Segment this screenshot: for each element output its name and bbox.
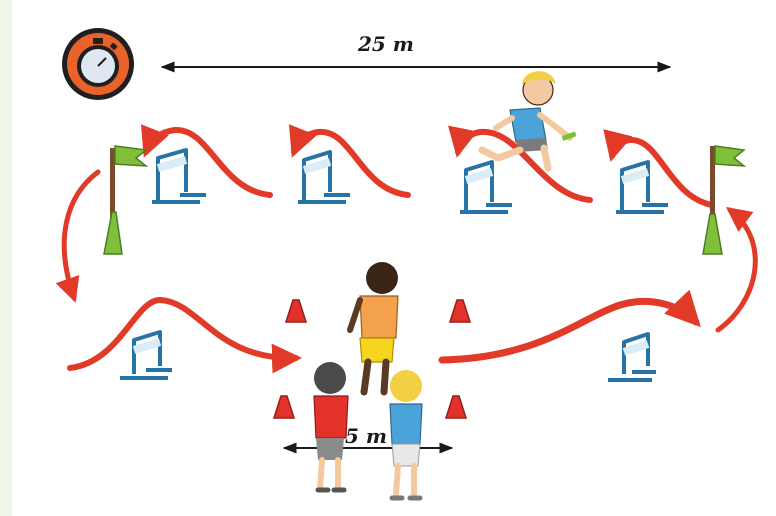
flag-right (703, 146, 744, 254)
hurdle (120, 332, 172, 378)
standing-child-center (350, 262, 398, 392)
cone (450, 300, 470, 322)
cone (286, 300, 306, 322)
cone (274, 396, 294, 418)
cone (446, 396, 466, 418)
hurdle (608, 334, 656, 380)
stopwatch-icon (62, 28, 134, 100)
hurdle (298, 152, 350, 202)
hurdle (152, 150, 206, 202)
distance-label-25m: 25 m (358, 34, 414, 54)
child-red-shirt (314, 362, 348, 490)
distance-label-5m: 5 m (345, 426, 387, 446)
left-border-strip (0, 0, 12, 516)
hurdles (120, 150, 668, 380)
hurdle (616, 162, 668, 212)
hurdle (460, 162, 512, 212)
running-child (482, 71, 577, 168)
flag-left (104, 146, 146, 254)
child-blue-shirt (390, 370, 422, 498)
